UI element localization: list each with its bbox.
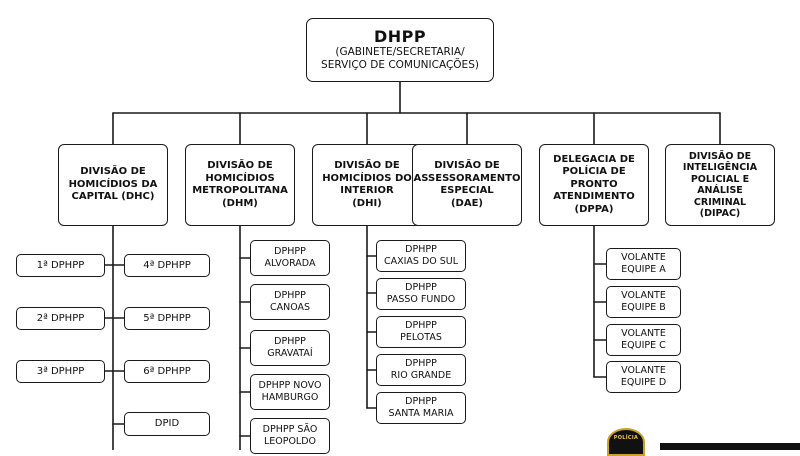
unit-volante-equipe-d: VOLANTE EQUIPE D xyxy=(606,361,681,393)
unit-2-dphpp: 2ª DPHPP xyxy=(16,307,105,330)
unit-3-dphpp: 3ª DPHPP xyxy=(16,360,105,383)
unit-volante-equipe-a: VOLANTE EQUIPE A xyxy=(606,248,681,280)
unit-dphpp-alvorada: DPHPP ALVORADA xyxy=(250,240,330,276)
unit-5-dphpp: 5ª DPHPP xyxy=(124,307,210,330)
unit-dphpp-gravatai: DPHPP GRAVATAÍ xyxy=(250,330,330,366)
root-node-dhpp: DHPP (GABINETE/SECRETARIA/ SERVIÇO DE CO… xyxy=(306,18,494,82)
unit-dphpp-santa-maria: DPHPP SANTA MARIA xyxy=(376,392,466,424)
unit-dphpp-rio-grande: DPHPP RIO GRANDE xyxy=(376,354,466,386)
unit-dphpp-passo-fundo: DPHPP PASSO FUNDO xyxy=(376,278,466,310)
unit-dphpp-pelotas: DPHPP PELOTAS xyxy=(376,316,466,348)
unit-6-dphpp: 6ª DPHPP xyxy=(124,360,210,383)
unit-4-dphpp: 4ª DPHPP xyxy=(124,254,210,277)
unit-volante-equipe-b: VOLANTE EQUIPE B xyxy=(606,286,681,318)
division-dipac: DIVISÃO DE INTELIGÊNCIA POLICIAL E ANÁLI… xyxy=(665,144,775,226)
unit-dphpp-sao-leopoldo: DPHPP SÃO LEOPOLDO xyxy=(250,418,330,454)
root-subtitle: (GABINETE/SECRETARIA/ SERVIÇO DE COMUNIC… xyxy=(321,46,479,71)
division-dppa: DELEGACIA DE POLÍCIA DE PRONTO ATENDIMEN… xyxy=(539,144,649,226)
division-dhm: DIVISÃO DE HOMICÍDIOS METROPOLITANA (DHM… xyxy=(185,144,295,226)
badge-text: POLÍCIA xyxy=(613,435,639,441)
unit-dphpp-novo-hamburgo: DPHPP NOVO HAMBURGO xyxy=(250,374,330,410)
unit-dpid: DPID xyxy=(124,412,210,436)
unit-1-dphpp: 1ª DPHPP xyxy=(16,254,105,277)
root-title: DHPP xyxy=(373,27,427,46)
division-dae: DIVISÃO DE ASSESSORAMENTO ESPECIAL (DAE) xyxy=(412,144,522,226)
footer-bar xyxy=(660,443,800,450)
division-dhc: DIVISÃO DE HOMICÍDIOS DA CAPITAL (DHC) xyxy=(58,144,168,226)
unit-volante-equipe-c: VOLANTE EQUIPE C xyxy=(606,324,681,356)
unit-dphpp-caxias-do-sul: DPHPP CAXIAS DO SUL xyxy=(376,240,466,272)
police-badge-logo: POLÍCIA xyxy=(607,428,645,456)
division-dhi: DIVISÃO DE HOMICÍDIOS DO INTERIOR (DHI) xyxy=(312,144,422,226)
unit-dphpp-canoas: DPHPP CANOAS xyxy=(250,284,330,320)
